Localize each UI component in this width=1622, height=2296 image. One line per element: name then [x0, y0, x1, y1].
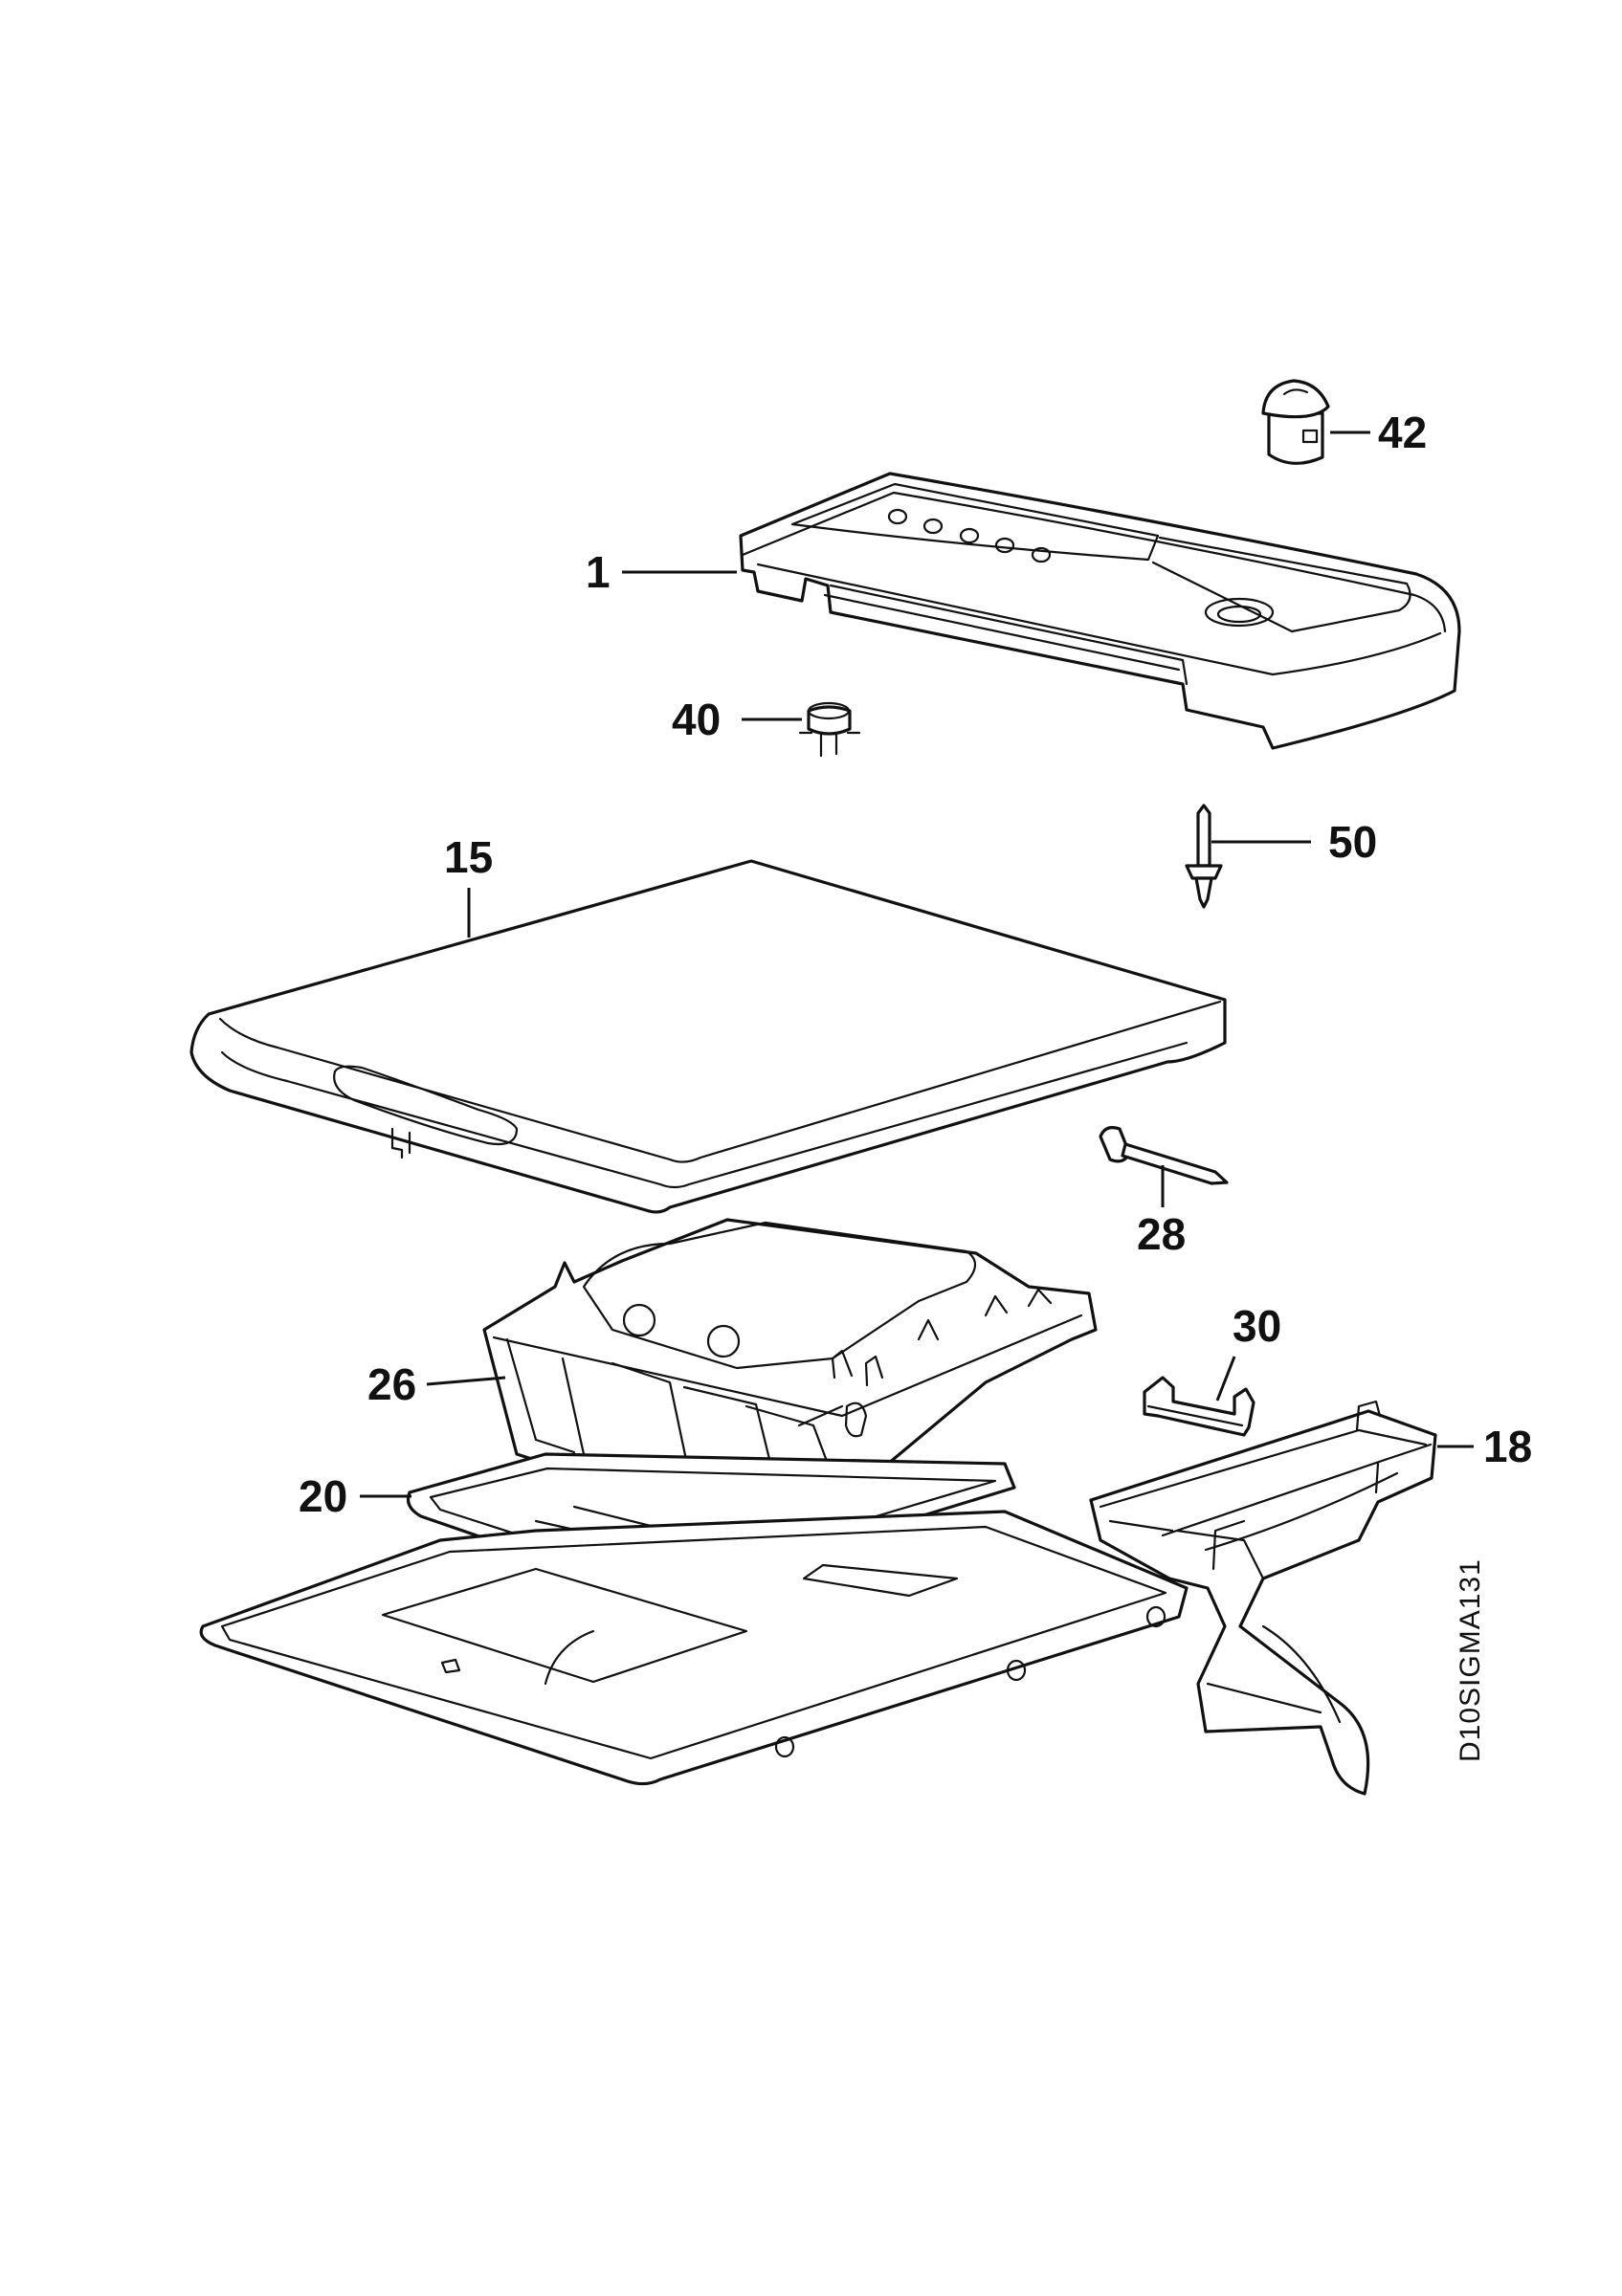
callout-18: 18 [1483, 1422, 1532, 1471]
leader-26 [426, 1376, 506, 1386]
part-50-rivet [1185, 804, 1223, 909]
callout-30: 30 [1233, 1301, 1281, 1351]
callout-15: 15 [444, 832, 493, 882]
leader-30 [1215, 1356, 1236, 1402]
drawing-code: D10SIGMA131 [1455, 1558, 1486, 1762]
callout-40: 40 [672, 695, 721, 744]
callout-42: 42 [1378, 408, 1427, 457]
part-1-control-panel [739, 472, 1461, 750]
callout-28: 28 [1137, 1209, 1186, 1259]
callout-26: 26 [367, 1359, 416, 1409]
callout-50: 50 [1328, 817, 1377, 867]
callout-1: 1 [586, 547, 611, 597]
part-15-lid [189, 859, 1227, 1214]
callout-20: 20 [299, 1471, 347, 1521]
part-18-rear-channel [1089, 1400, 1437, 1796]
part-42-knob [1261, 379, 1330, 465]
part-30-clip [1143, 1376, 1255, 1437]
part-28-pin [1099, 1126, 1229, 1185]
part-40-switch [798, 701, 861, 758]
base-tray [199, 1510, 1189, 1786]
